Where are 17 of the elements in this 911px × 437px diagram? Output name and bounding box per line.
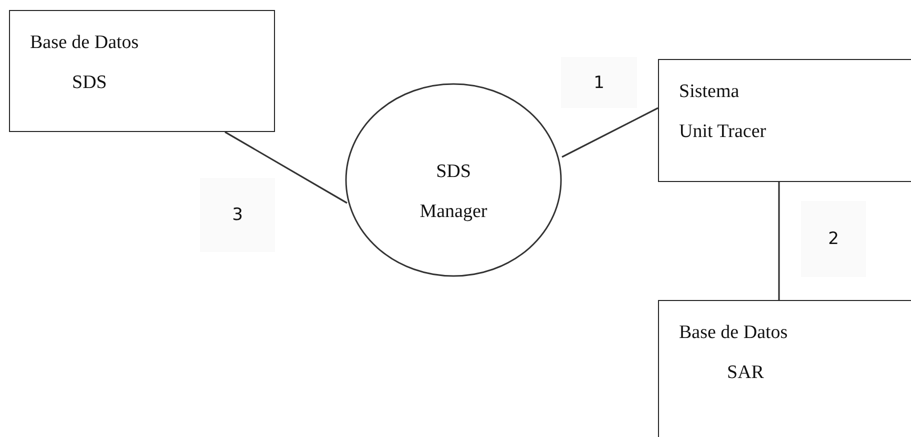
node-label: Sistema: [679, 82, 740, 101]
system-box: [9, 10, 275, 132]
node-label: SAR: [727, 363, 764, 382]
connector-line: [562, 107, 658, 158]
node-label: SDS: [72, 73, 107, 92]
edge-label: 1: [561, 57, 637, 108]
node-label: Base de Datos: [30, 33, 139, 52]
node-label: SDS Manager: [418, 160, 488, 224]
edge-label: 3: [200, 178, 275, 252]
node-label: Base de Datos: [679, 323, 788, 342]
edge-label: 2: [801, 201, 866, 277]
node-label: Unit Tracer: [679, 122, 766, 141]
system-box: [658, 300, 911, 437]
process-circle: [345, 83, 562, 277]
system-box: [658, 59, 911, 182]
connector-line: [778, 181, 780, 300]
connector-line: [224, 131, 348, 204]
